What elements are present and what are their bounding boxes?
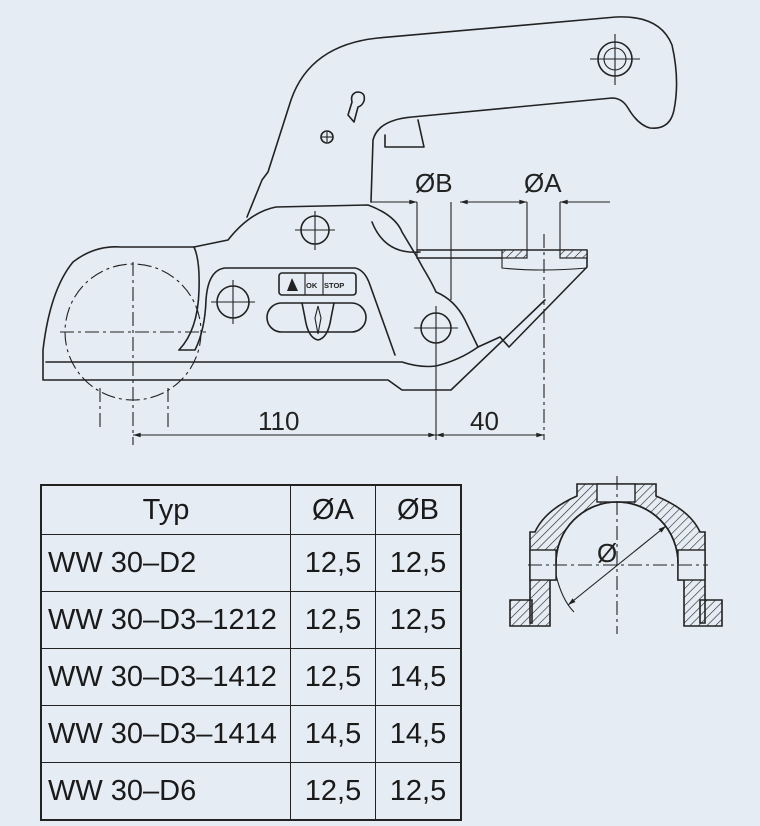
cell-dia-b: 14,5 <box>375 705 462 763</box>
wear-indicator: OK STOP <box>266 272 367 341</box>
warning-icon <box>287 278 298 291</box>
cross-section-view: Ø <box>509 476 723 634</box>
window-opening <box>178 267 396 356</box>
top-hole <box>295 211 335 250</box>
table-row: WW 30–D2 12,5 12,5 <box>40 534 462 592</box>
handle-lip <box>384 119 425 148</box>
table-header-row: Typ ØA ØB <box>40 484 462 535</box>
variant-table: Typ ØA ØB WW 30–D2 12,5 12,5 WW 30–D3–12… <box>40 484 462 821</box>
handle-outline <box>246 16 678 218</box>
cell-typ: WW 30–D6 <box>40 762 291 821</box>
dim-40-label: 40 <box>470 406 499 436</box>
cell-dia-b: 12,5 <box>375 591 462 649</box>
indicator-ok: OK <box>306 281 318 290</box>
cell-typ: WW 30–D3–1212 <box>40 591 291 649</box>
indicator-stop: STOP <box>324 281 344 290</box>
rivet-mark <box>320 130 334 144</box>
cell-dia-b: 12,5 <box>375 534 462 592</box>
cell-dia-a: 12,5 <box>290 534 376 592</box>
dim-b-label: ØB <box>415 168 453 198</box>
cell-dia-a: 14,5 <box>290 705 376 763</box>
table-row: WW 30–D6 12,5 12,5 <box>40 762 462 821</box>
cell-dia-b: 12,5 <box>375 762 462 821</box>
header-dia-a: ØA <box>290 484 376 535</box>
table-row: WW 30–D3–1414 14,5 14,5 <box>40 705 462 763</box>
cell-typ: WW 30–D2 <box>40 534 291 592</box>
dim-110-label: 110 <box>258 406 299 436</box>
table-row: WW 30–D3–1412 12,5 14,5 <box>40 648 462 706</box>
table-row: WW 30–D3–1212 12,5 12,5 <box>40 591 462 649</box>
coupling-body <box>42 204 588 391</box>
cell-dia-a: 12,5 <box>290 591 376 649</box>
cell-dia-a: 12,5 <box>290 762 376 821</box>
header-dia-b: ØB <box>375 484 462 535</box>
header-typ: Typ <box>40 484 291 535</box>
section-diameter-label: Ø <box>597 538 617 568</box>
dim-a-label: ØA <box>524 168 562 198</box>
cell-typ: WW 30–D3–1412 <box>40 648 291 706</box>
cell-typ: WW 30–D3–1414 <box>40 705 291 763</box>
cell-dia-b: 14,5 <box>375 648 462 706</box>
handle-hole <box>590 34 640 85</box>
left-hole <box>211 280 255 324</box>
pivot-hole <box>414 306 458 440</box>
cell-dia-a: 12,5 <box>290 648 376 706</box>
keyhole-icon <box>347 91 366 123</box>
